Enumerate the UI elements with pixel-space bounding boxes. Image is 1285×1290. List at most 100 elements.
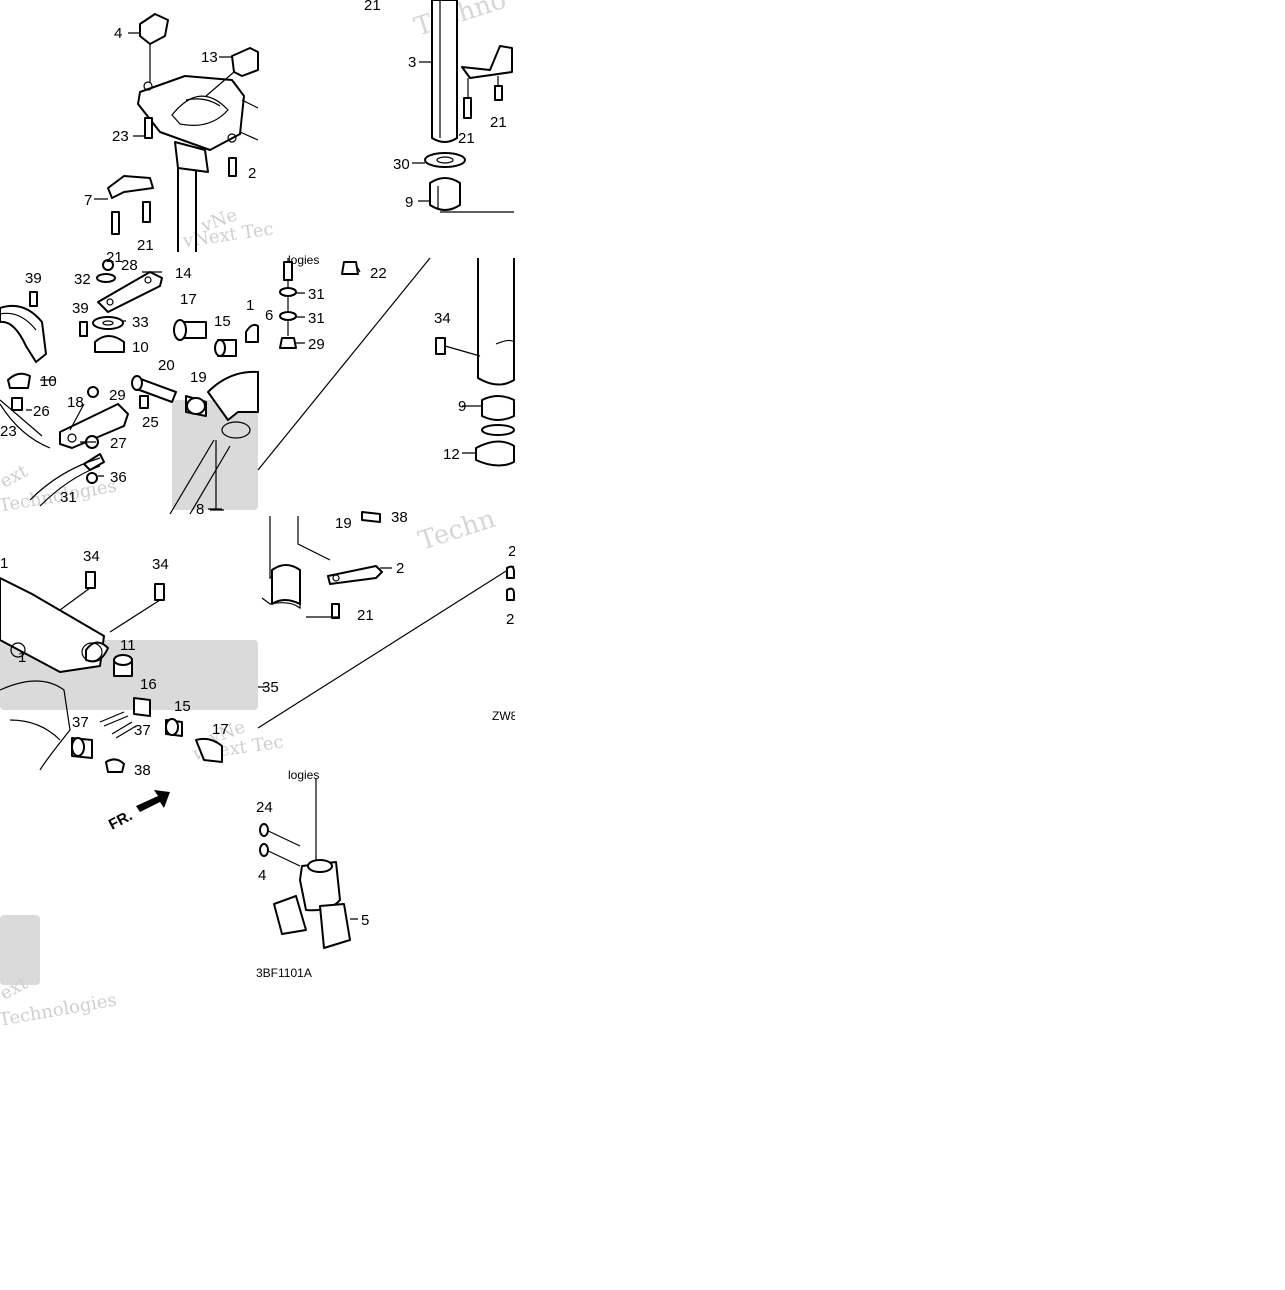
- callout-label: 15: [174, 698, 191, 715]
- diagonal-guide-lines: [257, 257, 515, 729]
- halftone-patches: [0, 400, 258, 985]
- watermark-text: ext: [0, 460, 32, 492]
- callout-label: 19: [190, 369, 207, 386]
- callout-label: 16: [140, 676, 157, 693]
- front-direction-label: FR.: [106, 807, 135, 833]
- callout-label: 2: [508, 543, 516, 560]
- collar-and-bushing: [424, 152, 466, 211]
- diagram-code: 3BF1101A: [256, 966, 312, 980]
- callout-label: 1: [18, 649, 26, 666]
- callout-label: 25: [142, 414, 159, 431]
- callout-label: 30: [393, 156, 410, 173]
- watermark-text: Techno: [411, 0, 510, 43]
- callout-label: 15: [214, 313, 231, 330]
- callout-label: 21: [364, 0, 381, 14]
- plate-14-group: [96, 259, 163, 313]
- callout-label: 20: [158, 357, 175, 374]
- upper-right-bracket: [440, 45, 514, 213]
- frame-section-middle: [169, 370, 259, 515]
- part-13-bracket: [205, 47, 259, 97]
- steering-head-assembly: [137, 75, 259, 252]
- callout-label: 12: [443, 446, 460, 463]
- bracket-2-lower: [261, 511, 515, 619]
- callout-label: 17: [212, 721, 229, 738]
- steering-shaft: [431, 0, 458, 143]
- callout-label: 7: [84, 192, 92, 209]
- callout-label: 21: [137, 237, 154, 254]
- callout-label: 10: [40, 373, 57, 390]
- callout-label: 28: [121, 257, 138, 274]
- diagram-codes: ZW8 3BF1101A: [256, 709, 518, 980]
- callout-label: 21: [357, 607, 374, 624]
- callout-label: 39: [72, 300, 89, 317]
- part-7-bracket: [107, 175, 154, 235]
- callout-label: 34: [152, 556, 169, 573]
- callout-label: 18: [67, 394, 84, 411]
- callout-label: 9: [458, 398, 466, 415]
- part-4-block: [139, 13, 169, 82]
- callout-label: 37: [134, 722, 151, 739]
- callout-label: 34: [434, 310, 451, 327]
- callout-label: 36: [110, 469, 127, 486]
- callout-label: 29: [308, 336, 325, 353]
- pins-17-15: [173, 319, 259, 357]
- swivel-arm-assembly: [0, 571, 165, 771]
- callout-label: 38: [391, 509, 408, 526]
- callout-label: 27: [110, 435, 127, 452]
- callout-label: 2: [248, 165, 256, 182]
- callout-label: 1: [246, 297, 254, 314]
- watermark-text: logies: [288, 253, 319, 267]
- watermark-text: Techn: [415, 504, 499, 557]
- callout-label: 34: [83, 548, 100, 565]
- callout-label: 6: [265, 307, 273, 324]
- callout-label: 19: [335, 515, 352, 532]
- callout-label: 21: [458, 130, 475, 147]
- callout-label: 3: [408, 54, 416, 71]
- callout-label: 31: [60, 489, 77, 506]
- washers-middle-left: [29, 291, 125, 353]
- callout-label: 35: [262, 679, 279, 696]
- callout-label: 22: [370, 265, 387, 282]
- callout-label: 5: [361, 912, 369, 929]
- callout-label: 13: [201, 49, 218, 66]
- callout-label: 33: [132, 314, 149, 331]
- callout-label: 37: [72, 714, 89, 731]
- callout-label: 23: [0, 423, 17, 440]
- callout-label: 4: [258, 867, 266, 884]
- front-direction-arrow: FR.: [106, 790, 170, 834]
- callout-label: 17: [180, 291, 197, 308]
- callout-label: 9: [405, 194, 413, 211]
- callout-label: 21: [490, 114, 507, 131]
- callout-label: 31: [308, 310, 325, 327]
- callout-label: 8: [196, 501, 204, 518]
- callout-label: 2: [506, 611, 514, 628]
- callout-label: 29: [109, 387, 126, 404]
- callout-label: 1: [0, 555, 8, 572]
- leader-lines: [26, 32, 482, 920]
- bushing-11: [113, 654, 133, 677]
- callout-label: 4: [114, 25, 122, 42]
- washer-stack: [279, 258, 359, 349]
- callout-label: 39: [25, 270, 42, 287]
- callout-labels: 4 13 23 2 7 21 21 28 32 14 39 39 33 10 1…: [0, 0, 516, 929]
- callout-label: 2: [396, 560, 404, 577]
- pipe-right-middle: [435, 258, 515, 467]
- callout-label: 21: [106, 249, 123, 266]
- callout-label: 14: [175, 265, 192, 282]
- callout-label: 10: [132, 339, 149, 356]
- pin-20-bushing-19: [131, 375, 207, 417]
- pin-spring-group: [71, 697, 223, 773]
- callout-label: 26: [33, 403, 50, 420]
- diagram-code: ZW8: [492, 709, 518, 723]
- left-arm-band: [0, 304, 51, 449]
- callout-label: 11: [120, 637, 136, 654]
- watermark-text: logies: [288, 768, 319, 782]
- callout-label: 31: [308, 286, 325, 303]
- callout-label: 23: [112, 128, 129, 145]
- callout-label: 32: [74, 271, 91, 288]
- part-5-housing: [259, 778, 351, 949]
- callout-label: 24: [256, 799, 273, 816]
